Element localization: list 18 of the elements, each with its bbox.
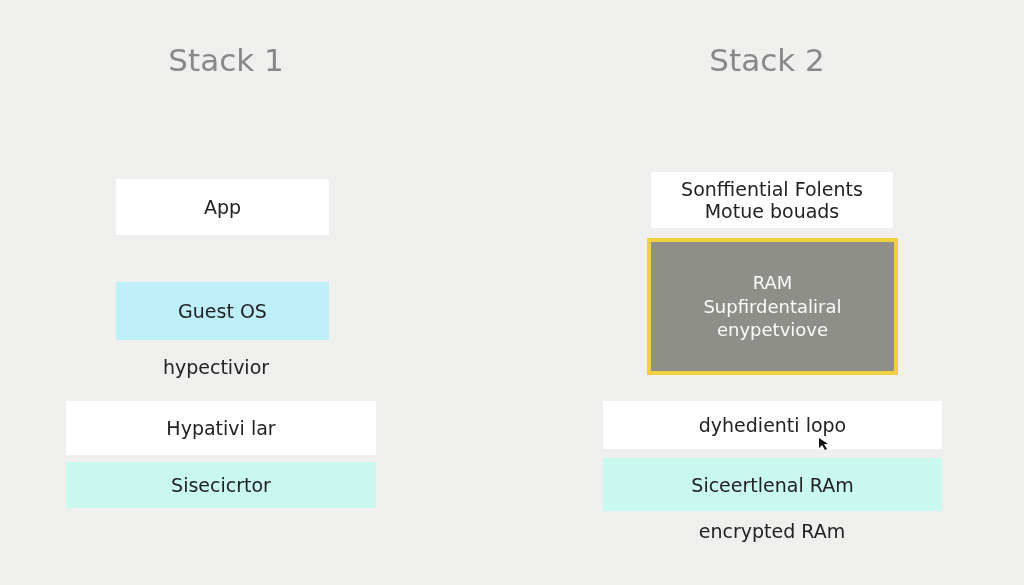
layer-box [116, 282, 329, 340]
stack-heading: Stack 1 [168, 42, 284, 78]
layer-label: Sisecicrtor [171, 474, 271, 496]
layer-box [603, 458, 942, 511]
layer-label: RAM [752, 271, 793, 295]
layer-label: Siceertlenal RAm [691, 473, 854, 496]
layer-label: Sonffiential Folents Motue bouads [680, 178, 864, 222]
layer-label: dyhedienti lopo [698, 414, 847, 436]
layer-caption: encrypted RAm [698, 520, 846, 542]
highlighted-box [647, 238, 898, 375]
layer-label: Guest OS [178, 300, 267, 322]
layer-box [66, 462, 376, 508]
layer-label: App [203, 196, 242, 218]
layer-caption: hypectivior [162, 356, 270, 378]
layer-box [603, 401, 942, 449]
layer-description: Supfirdentaliral enypetviove [702, 294, 843, 342]
stack-heading: Stack 2 [709, 42, 825, 78]
layer-label: Hypativi lar [166, 417, 276, 439]
